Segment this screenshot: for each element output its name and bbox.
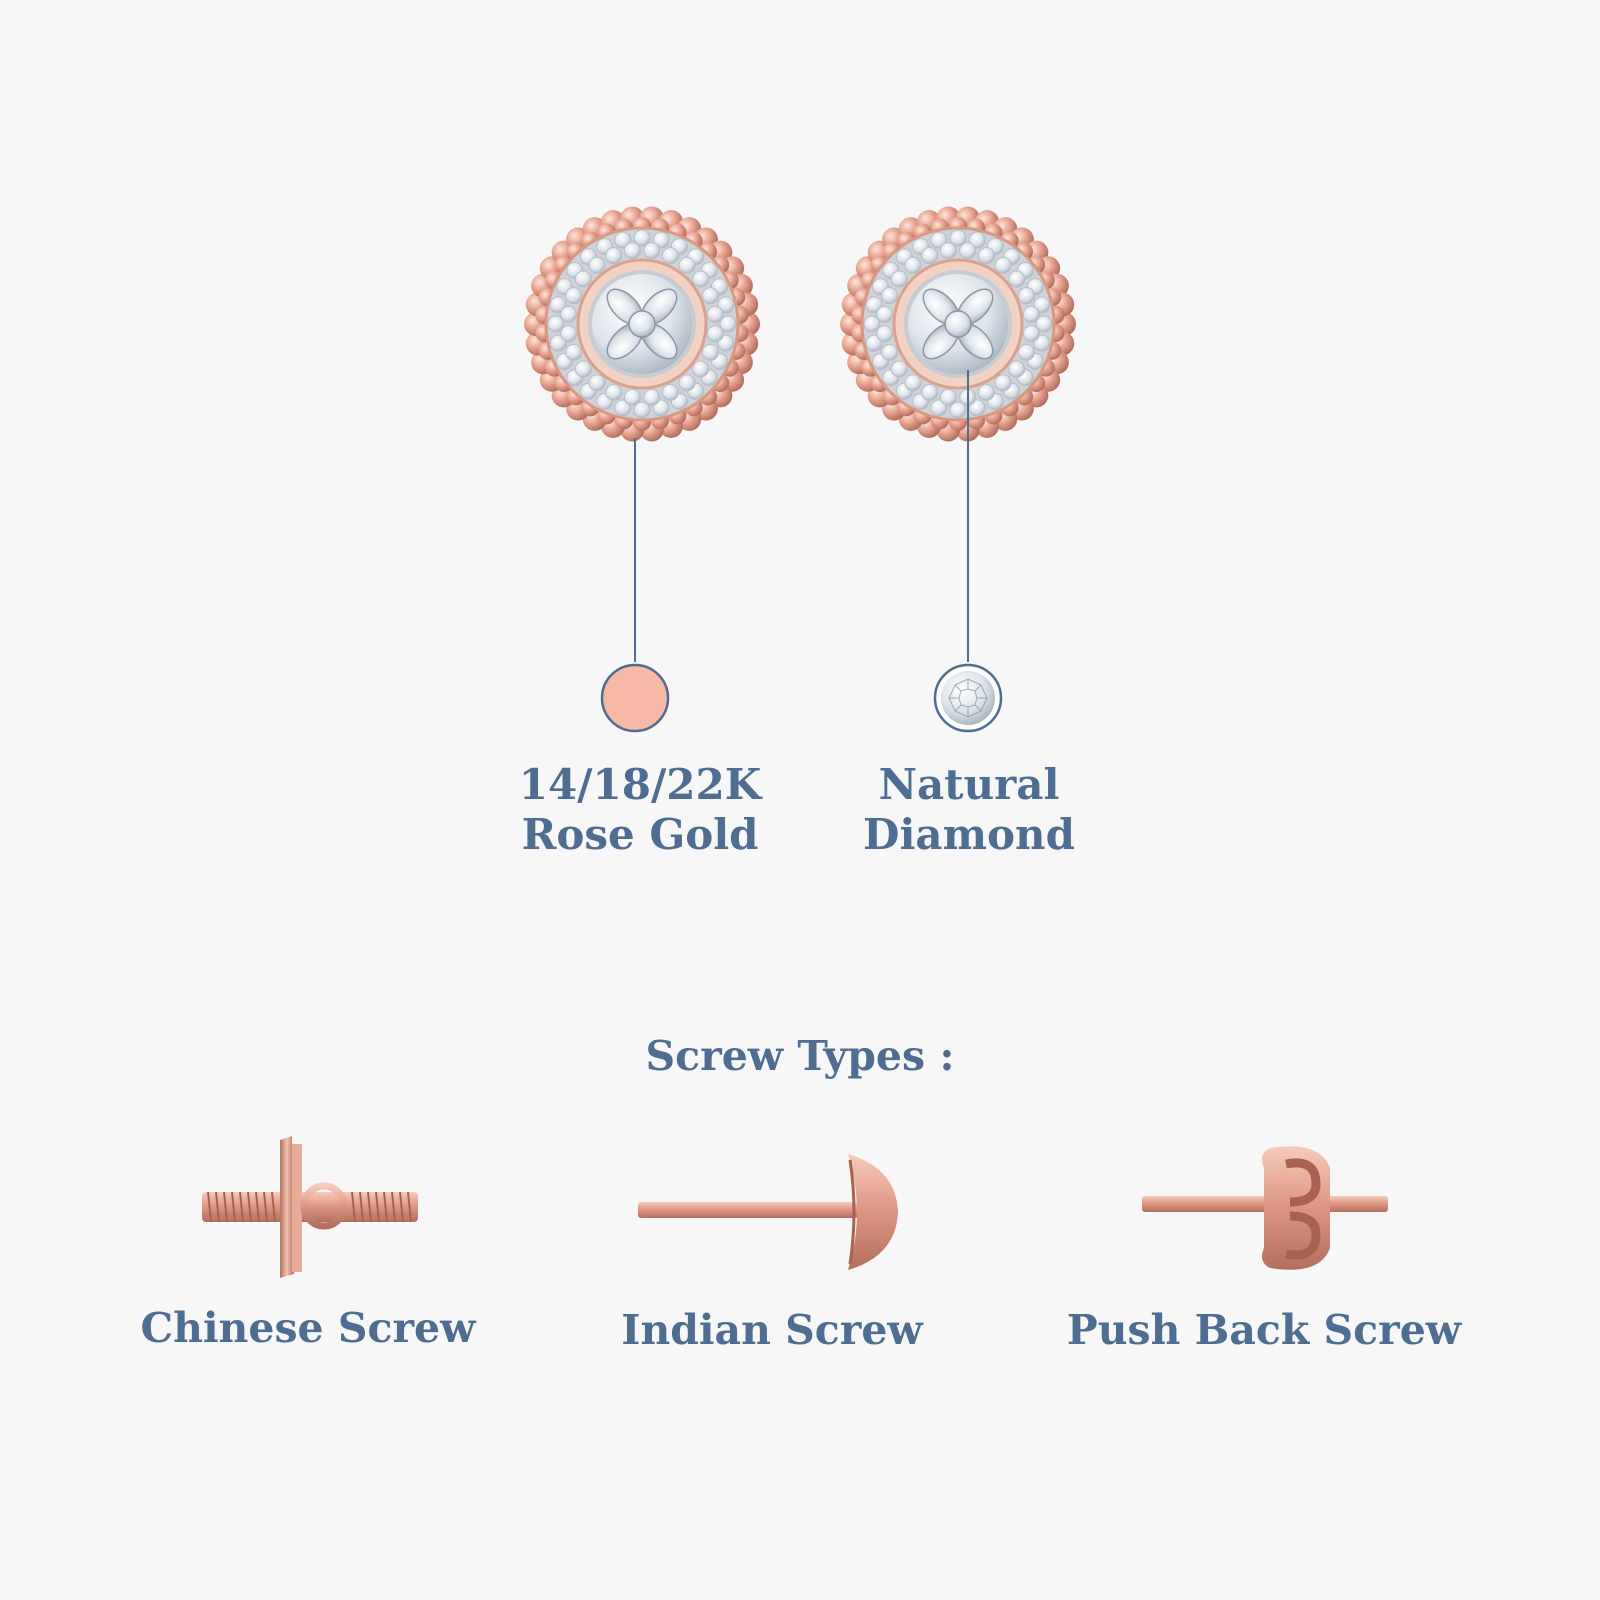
chinese-screw-icon bbox=[202, 1136, 418, 1278]
rose-gold-swatch-fill bbox=[600, 663, 670, 733]
bead-ring bbox=[840, 206, 1076, 442]
diamond-callout-label: Natural Diamond bbox=[799, 760, 1139, 859]
gold-label-line1: 14/18/22K bbox=[518, 760, 762, 809]
rose-gold-swatch bbox=[600, 663, 670, 733]
diamond-label-line2: Diamond bbox=[863, 809, 1075, 859]
chinese-screw-label: Chinese Screw bbox=[140, 1304, 476, 1352]
halo-diamonds bbox=[863, 229, 1053, 419]
indian-screw-icon bbox=[638, 1154, 898, 1270]
earring-right bbox=[840, 206, 1076, 442]
push-back-screw-label: Push Back Screw bbox=[1066, 1306, 1462, 1354]
callout-line-gold bbox=[634, 438, 636, 662]
earring-left bbox=[524, 206, 760, 442]
center-cluster bbox=[922, 288, 994, 360]
indian-screw-label: Indian Screw bbox=[621, 1306, 923, 1354]
callout-line-diamond bbox=[967, 370, 969, 662]
push-back-screw-icon bbox=[1142, 1146, 1388, 1270]
diamond-label-line1: Natural bbox=[878, 760, 1060, 809]
gold-label-line2: Rose Gold bbox=[521, 809, 759, 859]
screw-types-title: Screw Types : bbox=[645, 1032, 955, 1080]
gold-callout-label: 14/18/22K Rose Gold bbox=[470, 760, 810, 859]
center-cluster bbox=[606, 288, 678, 360]
diamond-swatch bbox=[933, 663, 1003, 733]
halo-diamonds bbox=[547, 229, 737, 419]
